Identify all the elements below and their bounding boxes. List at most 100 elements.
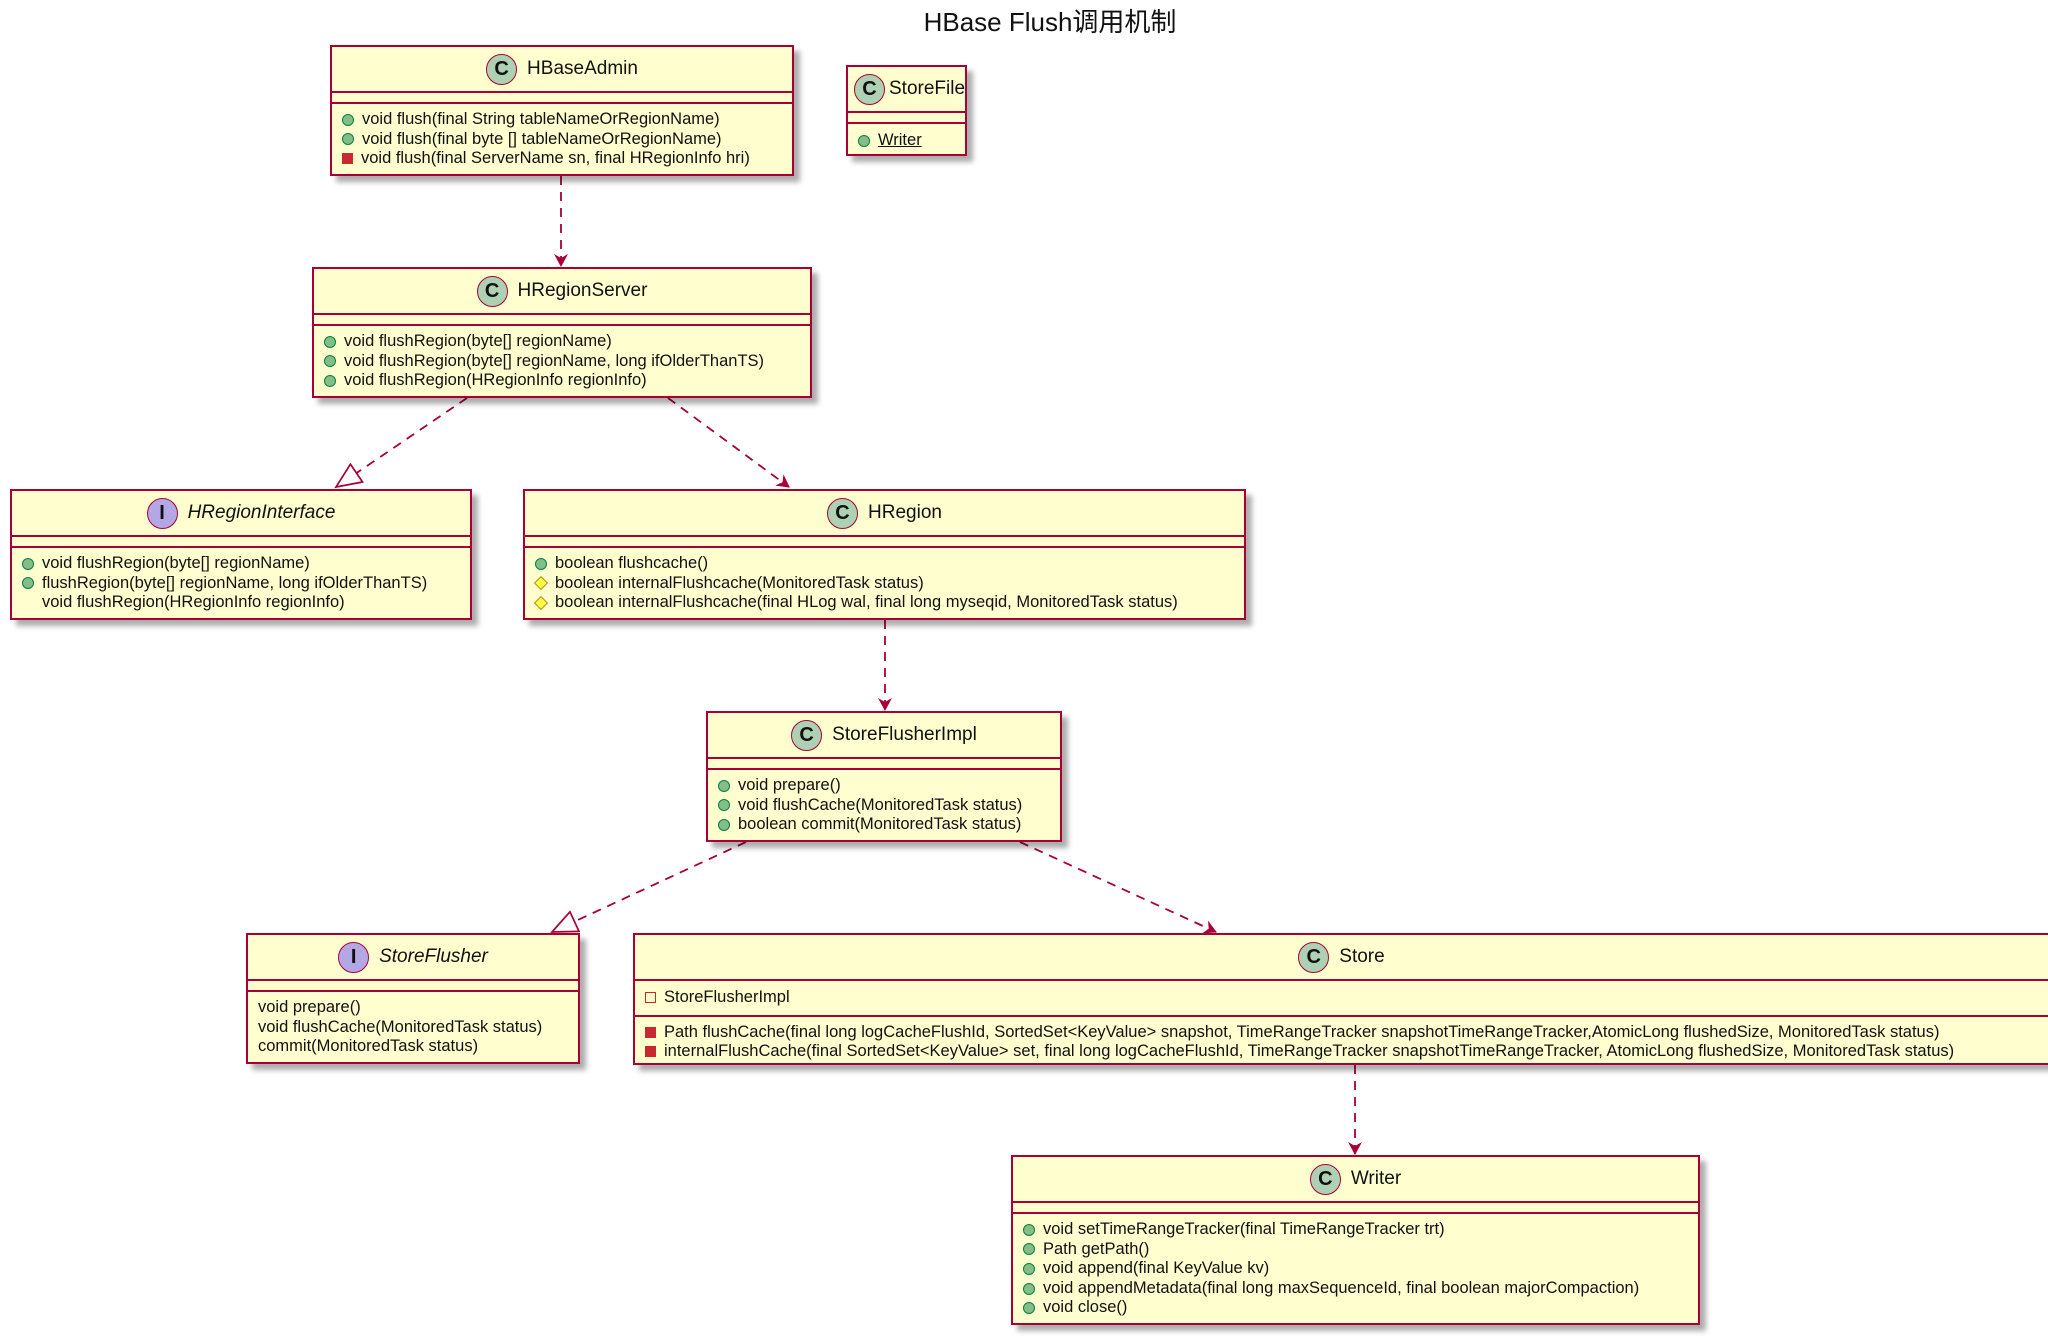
class-name: Writer bbox=[1350, 1168, 1402, 1189]
class-member: void flush(final byte [] tableNameOrRegi… bbox=[342, 130, 792, 150]
interface-badge-icon: I bbox=[338, 941, 370, 973]
class-member: internalFlushCache(final SortedSet<KeyVa… bbox=[645, 1042, 2048, 1062]
class-member: void appendMetadata(final long maxSequen… bbox=[1023, 1279, 1698, 1299]
methods-section: void setTimeRangeTracker(final TimeRange… bbox=[1013, 1214, 1698, 1323]
member-text: Path flushCache(final long logCacheFlush… bbox=[664, 1022, 1940, 1041]
member-text: void flushRegion(HRegionInfo regionInfo) bbox=[42, 593, 345, 612]
visibility-private-open-icon bbox=[645, 992, 656, 1004]
class-member: void flushRegion(HRegionInfo regionInfo) bbox=[22, 593, 470, 613]
visibility-private-icon bbox=[342, 153, 353, 165]
member-text: void append(final KeyValue kv) bbox=[1043, 1259, 1270, 1278]
methods-section: void prepare()void flushCache(MonitoredT… bbox=[708, 770, 1060, 840]
visibility-public-icon bbox=[324, 335, 336, 348]
class-member: void flushRegion(byte[] regionName, long… bbox=[324, 352, 810, 372]
member-text: Path getPath() bbox=[1043, 1239, 1150, 1258]
methods-section: void flushRegion(byte[] regionName)flush… bbox=[12, 548, 470, 618]
class-member: boolean internalFlushcache(MonitoredTask… bbox=[533, 573, 1244, 594]
class-member: boolean internalFlushcache(final HLog wa… bbox=[533, 593, 1244, 613]
class-member: boolean flushcache() bbox=[535, 554, 1244, 574]
class-badge-icon: C bbox=[1298, 941, 1330, 973]
class-badge-icon: C bbox=[854, 73, 885, 105]
class-member: Writer bbox=[858, 131, 965, 151]
class-name: Store bbox=[1339, 946, 1385, 967]
visibility-public-icon bbox=[1023, 1223, 1035, 1236]
class-member: Path getPath() bbox=[1023, 1240, 1698, 1260]
fields-separator bbox=[314, 315, 810, 326]
member-text: boolean commit(MonitoredTask status) bbox=[738, 815, 1022, 834]
member-text: boolean internalFlushcache(MonitoredTask… bbox=[555, 573, 924, 592]
interface-badge-icon: I bbox=[146, 497, 178, 529]
visibility-public-icon bbox=[718, 818, 730, 831]
member-text: void flushCache(MonitoredTask status) bbox=[258, 1017, 543, 1036]
fields-separator bbox=[332, 93, 792, 104]
visibility-public-icon bbox=[324, 374, 336, 387]
visibility-private-icon bbox=[645, 1026, 656, 1038]
class-badge-icon: C bbox=[827, 497, 859, 529]
fields-separator bbox=[12, 537, 470, 548]
visibility-protected-icon bbox=[533, 595, 549, 611]
class-member: void prepare() bbox=[258, 998, 578, 1018]
edge-hregionserver-to-hregion bbox=[667, 397, 790, 488]
visibility-public-icon bbox=[342, 133, 354, 146]
visibility-protected-icon bbox=[533, 576, 549, 591]
member-text: void close() bbox=[1043, 1298, 1128, 1317]
member-text: internalFlushCache(final SortedSet<KeyVa… bbox=[664, 1042, 1955, 1061]
visibility-public-icon bbox=[1023, 1243, 1035, 1256]
class-member: void flushRegion(byte[] regionName) bbox=[324, 332, 810, 352]
class-member: void flushCache(MonitoredTask status) bbox=[718, 796, 1060, 816]
edge-hregionserver-to-hregioninterface bbox=[336, 397, 468, 487]
class-header: C Store bbox=[635, 935, 2048, 981]
visibility-public-icon bbox=[342, 113, 354, 126]
class-member: void flushRegion(HRegionInfo regionInfo) bbox=[324, 371, 810, 391]
class-member: void flushCache(MonitoredTask status) bbox=[258, 1018, 578, 1038]
class-name: StoreFlusher bbox=[379, 946, 488, 967]
member-text: void appendMetadata(final long maxSequen… bbox=[1043, 1278, 1640, 1297]
methods-section: boolean flushcache()boolean internalFlus… bbox=[525, 548, 1244, 618]
visibility-public-icon bbox=[22, 577, 34, 590]
methods-section: Path flushCache(final long logCacheFlush… bbox=[635, 1017, 2048, 1063]
fields-section: StoreFlusherImpl bbox=[635, 981, 2048, 1017]
fields-separator bbox=[248, 981, 578, 992]
member-text: boolean flushcache() bbox=[555, 554, 709, 572]
edge-storeflusherimpl-to-storeflusher bbox=[552, 841, 747, 932]
diagram-title: HBase Flush调用机制 bbox=[923, 7, 1177, 37]
class-member: void flushRegion(byte[] regionName) bbox=[22, 554, 470, 574]
methods-section: void flushRegion(byte[] regionName)void … bbox=[314, 326, 810, 396]
visibility-public-icon bbox=[718, 779, 730, 792]
member-text: void flushRegion(HRegionInfo regionInfo) bbox=[344, 371, 647, 390]
visibility-public-icon bbox=[535, 557, 547, 570]
class-badge-icon: C bbox=[791, 719, 823, 751]
member-text: void setTimeRangeTracker(final TimeRange… bbox=[1043, 1220, 1445, 1238]
member-text: boolean internalFlushcache(final HLog wa… bbox=[555, 593, 1178, 612]
class-member: StoreFlusherImpl bbox=[645, 988, 2048, 1008]
class-member: Path flushCache(final long logCacheFlush… bbox=[645, 1023, 2048, 1043]
visibility-public-icon bbox=[1023, 1302, 1035, 1315]
class-member: void flush(final ServerName sn, final HR… bbox=[342, 149, 792, 169]
class-member: boolean commit(MonitoredTask status) bbox=[718, 815, 1060, 835]
class-member: void prepare() bbox=[718, 776, 1060, 796]
methods-section: void prepare()void flushCache(MonitoredT… bbox=[248, 992, 578, 1062]
fields-separator bbox=[848, 113, 965, 124]
class-name: HBaseAdmin bbox=[527, 58, 638, 79]
class-name: HRegionServer bbox=[517, 280, 648, 301]
visibility-none-icon bbox=[22, 597, 34, 609]
interface-storeflusher[interactable]: I StoreFlusher void prepare()void flushCac… bbox=[246, 933, 580, 1064]
member-text: void flush(final String tableNameOrRegio… bbox=[362, 110, 720, 128]
member-text: void flushCache(MonitoredTask status) bbox=[738, 795, 1023, 814]
member-text: Writer bbox=[878, 131, 922, 149]
